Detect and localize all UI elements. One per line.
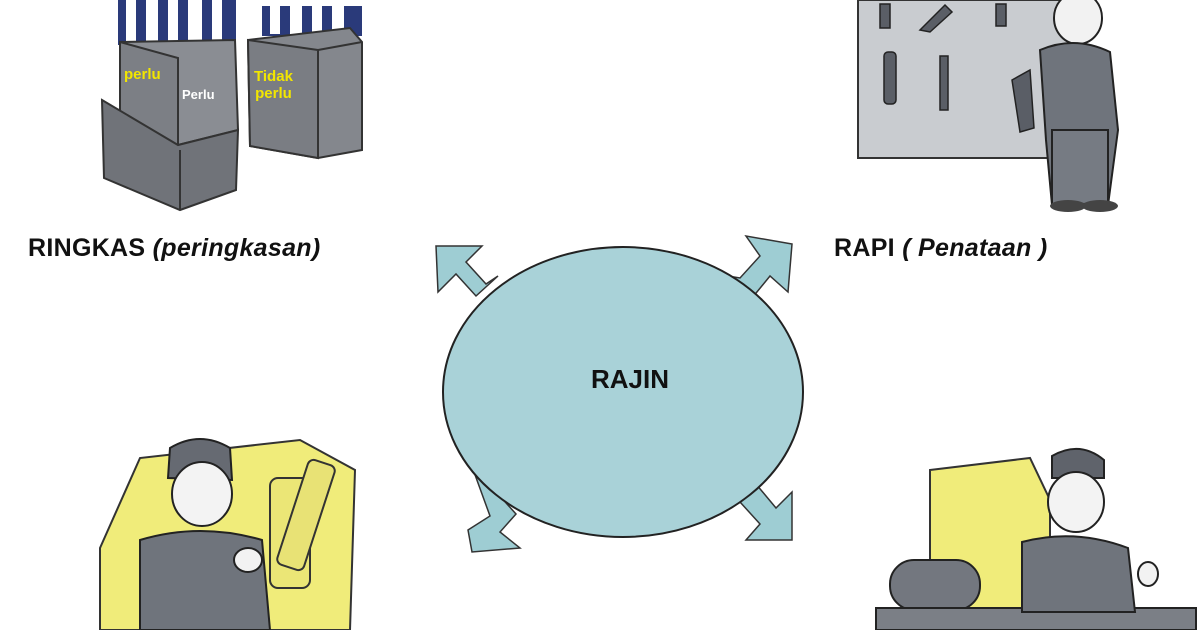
label-ringkas-sub: (peringkasan) — [152, 234, 321, 262]
box-perlu — [100, 38, 240, 212]
label-rajin: RAJIN — [590, 364, 669, 394]
box-label-tidak-perlu-line2: perlu — [255, 85, 292, 102]
worker-figure-bottom-left — [139, 438, 272, 630]
arrow-top-right — [725, 234, 793, 300]
label-rapi: RAPI ( Penataan ) — [834, 234, 1048, 263]
tool-board-illustration — [857, 0, 1120, 212]
box-label-perlu-brand-text: Perlu — [182, 87, 215, 102]
label-rapi-sub: ( Penataan ) — [902, 234, 1048, 262]
arrows — [435, 234, 793, 553]
box-label-tidak-perlu: Tidak perlu — [254, 68, 293, 102]
label-rapi-main: RAPI — [834, 234, 895, 262]
machine-worker-left-illustration — [99, 438, 357, 630]
box-label-tidak-perlu-line1: Tidak — [254, 68, 293, 85]
sorting-boxes-illustration — [100, 0, 363, 212]
worker-figure-top-right — [1038, 0, 1120, 212]
box-label-perlu: perlu — [124, 66, 161, 83]
machine-worker-right-illustration — [875, 448, 1197, 630]
box-label-perlu-text: perlu — [124, 66, 161, 83]
label-ringkas-main: RINGKAS — [28, 234, 146, 262]
arrow-bottom-right — [733, 482, 793, 541]
label-ringkas: RINGKAS (peringkasan) — [28, 234, 320, 263]
tool-icons — [879, 3, 1035, 133]
arrow-bottom-left — [467, 471, 522, 553]
box-label-perlu-brand: Perlu — [182, 86, 215, 103]
rajin-ellipse — [442, 246, 804, 538]
box-tidak-perlu — [246, 26, 363, 160]
arrow-top-left — [435, 245, 499, 298]
worker-figure-bottom-right — [1021, 448, 1159, 613]
